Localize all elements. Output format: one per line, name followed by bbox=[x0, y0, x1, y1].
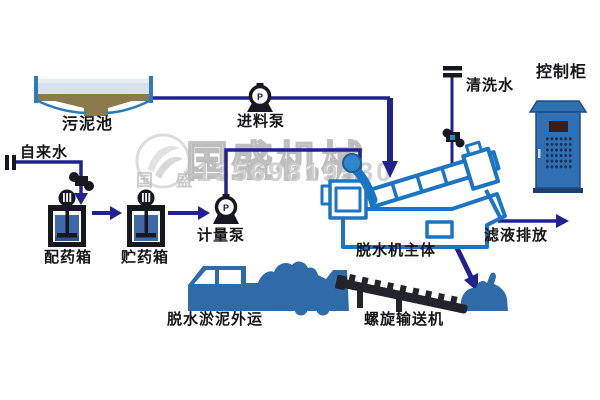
valve-body bbox=[75, 176, 88, 186]
pump-letter: P bbox=[223, 203, 229, 213]
conveyor-bar bbox=[335, 274, 468, 314]
pool-water bbox=[38, 79, 149, 96]
pool-hopper bbox=[55, 101, 132, 108]
storage-tank bbox=[127, 189, 165, 247]
pool-hopper-stem bbox=[84, 107, 108, 116]
truck-window bbox=[194, 270, 215, 284]
truck-wheel bbox=[294, 302, 308, 316]
pool-hopper-curve-right bbox=[105, 98, 152, 115]
pool-wall-right bbox=[149, 76, 153, 103]
tap-water-mark bbox=[12, 155, 16, 170]
machine-strut bbox=[484, 189, 503, 220]
conveyor-flight bbox=[411, 287, 420, 297]
motor-fin bbox=[148, 193, 151, 202]
dosing-tank bbox=[48, 189, 86, 247]
agitator-paddle bbox=[57, 233, 77, 238]
feed-arrow-icon bbox=[382, 161, 398, 178]
pump-base bbox=[213, 214, 239, 224]
water-source-bar bbox=[443, 66, 462, 71]
cabinet-base bbox=[533, 188, 583, 193]
tap-water-arrow-icon bbox=[74, 193, 88, 205]
pump-body bbox=[248, 84, 272, 108]
conveyor-flight bbox=[450, 295, 458, 305]
motor-cap bbox=[464, 140, 483, 157]
motor-fin bbox=[69, 193, 72, 202]
conveyor-flight bbox=[424, 290, 433, 300]
cabinet-display bbox=[549, 121, 568, 132]
conveyor-shaft bbox=[339, 278, 468, 314]
agitator-shaft bbox=[144, 205, 148, 236]
tank-to-pump-arrow-icon bbox=[198, 206, 210, 220]
cleaning-water-source bbox=[442, 66, 465, 148]
pump-body bbox=[214, 195, 238, 219]
machine-mixer-ball bbox=[342, 153, 362, 173]
conveyor-flight bbox=[361, 276, 369, 286]
conveyor-leg bbox=[396, 296, 402, 312]
drum-rib bbox=[440, 167, 449, 185]
filtrate-arrow-icon bbox=[556, 214, 569, 228]
cabinet-vent-holes bbox=[545, 136, 573, 170]
tap-water-source bbox=[5, 155, 94, 191]
motor-fin bbox=[66, 193, 68, 202]
machine-feed-box-inner bbox=[334, 186, 362, 213]
conveyor-flight bbox=[348, 274, 356, 284]
water-source-bar bbox=[443, 73, 462, 78]
sludge-pile bbox=[461, 272, 508, 311]
pool-water-highlight bbox=[38, 79, 149, 83]
motor-fin bbox=[145, 193, 147, 202]
agitator-shaft bbox=[65, 205, 69, 236]
motor-fin bbox=[142, 193, 144, 202]
drum-rib bbox=[390, 182, 399, 200]
conveyor-flight bbox=[373, 279, 382, 289]
machine-port bbox=[425, 220, 454, 239]
pump-base bbox=[247, 103, 273, 112]
dewatering-machine bbox=[320, 140, 507, 249]
conveyor-flight bbox=[399, 284, 407, 294]
tank-transfer-arrow-icon bbox=[110, 206, 122, 220]
sludge-pool bbox=[34, 76, 153, 116]
pool-wall-left bbox=[34, 76, 38, 103]
tank-liquid-dark bbox=[55, 236, 79, 241]
truck-wheel bbox=[316, 302, 330, 316]
pool-sediment bbox=[38, 94, 149, 101]
machine-funnel bbox=[351, 165, 378, 205]
cabinet-handle bbox=[538, 149, 541, 158]
cabinet-lid bbox=[528, 100, 588, 113]
conveyor-leg bbox=[357, 288, 363, 308]
sludge-truck bbox=[188, 261, 349, 316]
screw-conveyor bbox=[335, 274, 468, 314]
feed-pump-icon: P bbox=[247, 83, 273, 112]
truck-window bbox=[219, 270, 241, 284]
tap-water-mark bbox=[5, 155, 9, 170]
pump-letter: P bbox=[257, 92, 263, 102]
valve-detail bbox=[450, 135, 455, 140]
flow-arrows bbox=[74, 161, 569, 292]
sludge-drop-line bbox=[453, 244, 474, 279]
sludge-drop-arrow-icon bbox=[464, 273, 478, 292]
metering-pump-icon: P bbox=[213, 194, 239, 224]
pool-hopper-curve-left bbox=[35, 98, 87, 115]
agitator-paddle bbox=[136, 233, 156, 238]
machine-motor bbox=[461, 140, 501, 191]
conveyor-flight bbox=[437, 292, 445, 303]
conveyor-flight bbox=[386, 282, 395, 292]
drum-rib bbox=[415, 174, 424, 193]
motor-fin bbox=[63, 193, 65, 202]
